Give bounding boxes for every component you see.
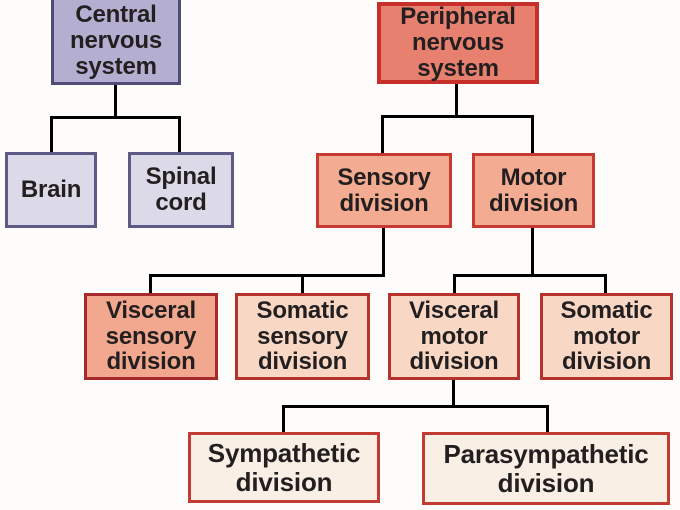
- node-somatic-motor-division: Somatic motor division: [540, 293, 673, 380]
- node-somatic-sensory-division: Somatic sensory division: [235, 293, 370, 380]
- node-motor-division: Motor division: [472, 153, 595, 228]
- node-somatic-motor-division-label: Somatic motor division: [560, 296, 653, 376]
- node-spinal-cord-label: Spinal cord: [145, 163, 217, 216]
- connector-pns-crossbar: [381, 115, 534, 118]
- connector-cns-to-spinal-cord: [178, 116, 181, 153]
- node-sympathetic-division-label: Sympathetic division: [207, 438, 361, 497]
- node-central-nervous-system-label: Central nervous system: [70, 1, 162, 80]
- connector-sensory-to-visceral-sensory: [149, 274, 152, 295]
- node-peripheral-nervous-system-label: Peripheral nervous system: [400, 3, 516, 82]
- node-parasympathetic-division-label: Parasympathetic division: [443, 439, 649, 498]
- connector-sensory-crossbar: [149, 274, 385, 277]
- node-visceral-motor-division-label: Visceral motor division: [408, 296, 500, 376]
- connector-sensory-stem: [382, 228, 385, 277]
- connector-motor-to-visceral-motor: [453, 274, 456, 295]
- node-visceral-motor-division: Visceral motor division: [388, 293, 520, 380]
- connector-pns-to-motor: [531, 115, 534, 154]
- node-parasympathetic-division: Parasympathetic division: [422, 432, 670, 505]
- node-sensory-division-label: Sensory division: [337, 163, 431, 217]
- connector-sensory-to-somatic-sensory: [301, 274, 304, 295]
- connector-visceral-motor-crossbar: [282, 405, 549, 408]
- node-motor-division-label: Motor division: [488, 163, 579, 217]
- connector-cns-to-brain: [50, 116, 53, 153]
- connector-cns-crossbar: [50, 116, 181, 119]
- node-sympathetic-division: Sympathetic division: [188, 432, 380, 503]
- node-visceral-sensory-division-label: Visceral sensory division: [105, 296, 197, 376]
- connector-pns-stem: [455, 84, 458, 118]
- node-somatic-sensory-division-label: Somatic sensory division: [256, 296, 349, 376]
- connector-visceral-motor-stem: [452, 380, 455, 407]
- connector-to-parasympathetic: [546, 405, 549, 434]
- node-brain: Brain: [5, 152, 97, 228]
- connector-motor-stem: [531, 228, 534, 277]
- node-central-nervous-system: Central nervous system: [51, 0, 181, 85]
- connector-motor-crossbar: [453, 274, 607, 277]
- connector-cns-stem: [114, 85, 117, 118]
- connector-to-sympathetic: [282, 405, 285, 434]
- node-peripheral-nervous-system: Peripheral nervous system: [377, 2, 539, 84]
- node-visceral-sensory-division: Visceral sensory division: [84, 293, 218, 380]
- connector-motor-to-somatic-motor: [604, 274, 607, 295]
- node-brain-label: Brain: [20, 176, 82, 204]
- node-sensory-division: Sensory division: [316, 153, 452, 228]
- node-spinal-cord: Spinal cord: [128, 152, 234, 228]
- connector-pns-to-sensory: [381, 115, 384, 154]
